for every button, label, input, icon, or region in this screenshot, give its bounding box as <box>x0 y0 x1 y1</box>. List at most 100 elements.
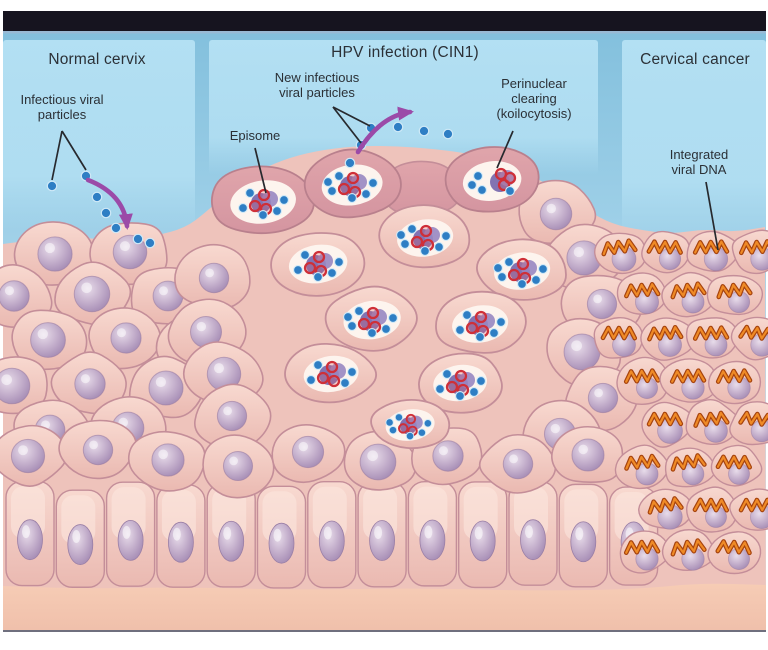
cancer-cell <box>685 399 741 446</box>
episome-ring <box>397 423 409 434</box>
dna-zigzag <box>625 540 660 554</box>
integrated-dna-icon <box>600 325 638 341</box>
viral-particle-dot <box>258 210 268 220</box>
viral-particle-dot <box>132 233 144 245</box>
viral-particle-dot <box>504 257 514 267</box>
integrated-dna-icon <box>670 453 707 472</box>
viral-particle-dot <box>334 257 344 267</box>
viral-particle-dot <box>144 237 156 249</box>
cin-infected-cell <box>476 238 567 301</box>
viral-particle-dot <box>497 272 507 282</box>
viral-particle-dot <box>531 275 541 285</box>
dna-zigzag <box>601 326 636 340</box>
cell-nucleus <box>198 262 230 294</box>
label-episome: Episome <box>213 128 297 143</box>
squamous-cell <box>202 434 275 499</box>
viral-particle-dot <box>442 369 452 379</box>
cell-nucleus <box>586 288 618 320</box>
dna-zigzag <box>602 239 637 256</box>
cin-infected-cell <box>270 232 366 297</box>
viral-particle-dot <box>385 418 394 427</box>
viral-cluster <box>396 224 451 256</box>
cell-nucleus <box>30 322 66 358</box>
episome-ring <box>405 413 417 425</box>
cin-infected-cell <box>210 165 315 235</box>
cancer-cell <box>707 531 762 575</box>
dna-zigzag <box>694 411 729 427</box>
cin-infected-cell <box>378 204 471 269</box>
viral-particle-dot <box>407 224 417 234</box>
dna-zigzag <box>625 454 660 470</box>
panel-title-hpv-infection: HPV infection (CIN1) <box>331 44 479 61</box>
integrated-dna-icon <box>716 281 753 300</box>
cancer-cell <box>664 447 716 488</box>
integrated-dna-icon <box>670 281 707 300</box>
dna-zigzag <box>625 369 660 383</box>
integrated-dna-icon <box>693 410 730 428</box>
viral-particle-dot <box>347 193 357 203</box>
label-pointer-line <box>332 106 371 127</box>
label-line: Infectious viral <box>20 92 104 107</box>
basal-cell-nucleus <box>218 520 245 562</box>
highlight <box>323 526 332 540</box>
dna-zigzag <box>671 539 706 556</box>
top-bar-underline <box>3 31 766 34</box>
cell-nucleus <box>82 434 114 466</box>
viral-particle-dot <box>517 279 527 289</box>
squamous-cell <box>127 430 206 492</box>
cancer-cell <box>708 360 762 405</box>
cell-nucleus <box>0 280 30 312</box>
highlight <box>438 446 448 456</box>
cancer-cell <box>731 229 768 275</box>
dna-zigzag <box>739 498 768 512</box>
cancer-cell <box>593 316 644 359</box>
cancer-cell <box>686 486 738 533</box>
squamous-cell <box>0 424 68 487</box>
integrated-dna-icon <box>692 239 730 255</box>
squamous-cell <box>551 425 624 483</box>
dna-zigzag <box>694 326 729 340</box>
label-integrated-viral-dna: Integrated viral DNA <box>649 147 749 177</box>
highlight <box>44 242 55 254</box>
cancer-cell <box>686 230 741 272</box>
episome-ring <box>337 182 351 196</box>
koilocyte-cell <box>444 146 540 213</box>
basal-cell-nucleus <box>520 519 546 561</box>
label-pointer-line <box>332 106 362 144</box>
label-line: Episome <box>229 128 281 143</box>
cin-infected-cell <box>303 148 402 219</box>
viral-particle-dot <box>467 180 477 190</box>
episome-ring <box>357 317 371 331</box>
viral-particle-dot <box>473 171 483 181</box>
squamous-cell <box>50 351 127 415</box>
virus-entry-arrow <box>85 177 133 230</box>
cancer-cell <box>614 444 669 490</box>
viral-particle-dot <box>455 391 465 401</box>
viral-particle-dot <box>420 246 430 256</box>
label-line: particles <box>37 107 87 123</box>
episome-ring <box>303 261 317 275</box>
cell-nucleus <box>359 443 397 481</box>
basement-membrane <box>3 583 766 630</box>
viral-particle-dot <box>368 178 378 188</box>
label-line: (koilocytosis) <box>496 106 572 122</box>
basal-columnar-cell <box>206 482 256 588</box>
highlight <box>155 376 167 388</box>
integrated-dna-icon <box>623 539 661 555</box>
basal-columnar-cell <box>105 481 156 587</box>
integrated-dna-icon <box>624 282 661 299</box>
label-line: viral DNA <box>671 162 727 178</box>
viral-particle-dot <box>91 191 103 203</box>
integrated-dna-icon <box>738 239 768 256</box>
squamous-cell <box>343 430 417 491</box>
highlight <box>374 526 383 540</box>
highlight <box>367 450 378 462</box>
viral-particle-dot <box>347 321 357 331</box>
viral-cluster <box>306 360 357 388</box>
viral-particle-dot <box>489 328 499 338</box>
viral-particle-dot <box>300 250 310 260</box>
integrated-dna-icon <box>601 238 638 257</box>
cancer-cell <box>659 358 718 403</box>
dna-zigzag <box>648 497 683 514</box>
episome-ring <box>312 250 326 264</box>
